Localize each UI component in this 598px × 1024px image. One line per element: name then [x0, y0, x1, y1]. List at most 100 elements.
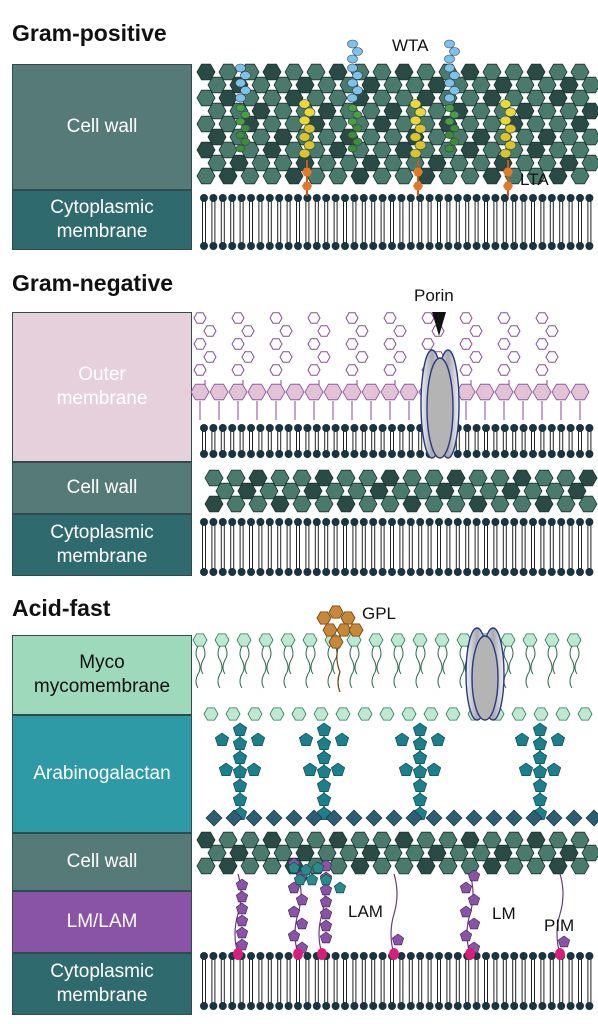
lipid-head: [294, 450, 302, 458]
lipid-head: [247, 518, 255, 526]
wta-anchor: [240, 110, 251, 119]
wta-molecule: [444, 39, 455, 49]
lipid-head: [369, 424, 378, 432]
lipid-head: [538, 518, 547, 526]
lipid-head: [538, 194, 547, 202]
af-membrane-box: Cytoplasmic membrane: [12, 953, 192, 1015]
arabinose-unit: [412, 736, 428, 751]
peptidoglycan-hexagon: [383, 154, 403, 172]
peptidoglycan-hexagon: [218, 63, 238, 81]
lipid-a-head: [285, 383, 305, 401]
peptidoglycan-hexagon: [383, 102, 403, 120]
lipid-head: [566, 1002, 575, 1010]
peptidoglycan-hexagon: [248, 469, 268, 487]
lipid-head: [547, 1002, 556, 1010]
peptidoglycan-hexagon: [479, 482, 499, 500]
lipid-head: [322, 568, 331, 576]
lipid-head: [369, 1002, 378, 1010]
mycolic-tail: [310, 645, 316, 675]
lta-molecule: [504, 140, 517, 150]
lipid-head: [425, 242, 434, 250]
mannose-unit: [467, 893, 481, 906]
lipid-head: [444, 518, 453, 526]
peptidoglycan-hexagon: [295, 76, 315, 94]
galactan-unit: [325, 809, 343, 827]
lipid-head: [275, 424, 284, 432]
lipid-head: [566, 242, 575, 250]
galactan-unit: [265, 809, 283, 827]
lipid-head: [566, 194, 575, 202]
mycolic-tail: [305, 645, 311, 689]
pim-label: PIM: [544, 916, 575, 935]
lipid-head: [294, 518, 302, 526]
lipid-head: [331, 450, 340, 458]
lipid-head: [435, 518, 443, 526]
peptidoglycan-hexagon: [460, 63, 480, 81]
lipid-head: [228, 518, 237, 526]
peptidoglycan-hexagon: [526, 63, 546, 81]
lipid-head: [435, 242, 443, 250]
lipid-head: [378, 194, 387, 202]
mycolic-head: [203, 707, 219, 721]
lipid-head: [303, 1002, 312, 1010]
lipid-head: [247, 568, 255, 576]
arabinose-unit: [532, 792, 548, 807]
mannose-unit: [467, 917, 481, 930]
lipid-head: [406, 194, 415, 202]
af-cell-wall-label: Cell wall: [66, 851, 138, 873]
lipid-head: [491, 952, 500, 960]
lipid-head: [303, 242, 312, 250]
af-arabinogalactan-label: Arabinogalactan: [33, 763, 171, 785]
lipid-head: [388, 194, 396, 202]
peptidoglycan-hexagon: [372, 831, 392, 849]
lipid-head: [519, 450, 528, 458]
lipid-head: [388, 518, 396, 526]
peptidoglycan-hexagon: [339, 844, 359, 862]
lipid-head: [585, 518, 594, 526]
peptidoglycan-hexagon: [218, 115, 238, 133]
lipid-head: [519, 952, 528, 960]
peptidoglycan-hexagon: [284, 831, 304, 849]
lipid-a-head: [190, 383, 210, 401]
lipid-a-head: [323, 383, 343, 401]
lipid-head: [237, 450, 246, 458]
peptidoglycan-hexagon: [526, 831, 546, 849]
gram-negative-illustration: [190, 312, 598, 576]
lipid-head: [303, 424, 312, 432]
peptidoglycan-hexagon: [548, 89, 568, 107]
lps-sugar: [241, 351, 255, 363]
lipid-head: [491, 1002, 500, 1010]
peptidoglycan-hexagon: [537, 128, 557, 146]
mannose-unit: [459, 881, 473, 894]
lipid-head: [200, 1002, 208, 1010]
mycolic-tail: [398, 645, 404, 675]
peptidoglycan-hexagon: [196, 167, 216, 185]
lipid-head: [256, 952, 265, 960]
lipid-head: [425, 1002, 434, 1010]
lam-stalk: [390, 873, 398, 955]
peptidoglycan-hexagon: [372, 89, 392, 107]
mycolic-head: [335, 707, 351, 721]
peptidoglycan-hexagon: [435, 482, 455, 500]
peptidoglycan-hexagon: [446, 469, 466, 487]
peptidoglycan-hexagon: [350, 857, 370, 875]
lipid-head: [388, 1002, 396, 1010]
lipid-a-head: [570, 383, 590, 401]
lipid-head: [463, 242, 472, 250]
galactan-unit: [285, 809, 303, 827]
lipid-a-head: [475, 383, 495, 401]
acid-fast-heading: Acid-fast: [12, 595, 111, 621]
lipid-head: [359, 1002, 368, 1010]
lipid-head: [397, 1002, 406, 1010]
lipid-head: [463, 450, 472, 458]
lipid-head: [585, 568, 594, 576]
lipid-head: [378, 450, 387, 458]
peptidoglycan-hexagon: [218, 831, 238, 849]
lipid-head: [303, 450, 312, 458]
mycolic-tail: [239, 645, 245, 689]
mycolic-tail: [332, 645, 338, 675]
peptidoglycan-hexagon: [218, 141, 238, 159]
gram-negative-heading: Gram-negative: [12, 270, 174, 296]
lipid-a-head: [304, 383, 324, 401]
arabinose-unit: [232, 792, 248, 807]
